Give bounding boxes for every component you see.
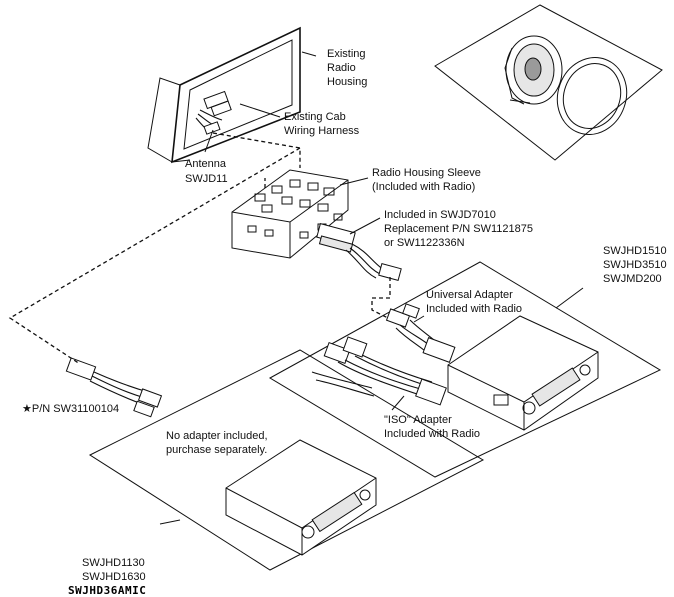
radio-housing-sleeve-label: Radio Housing Sleeve (Included with Radi… <box>372 167 484 193</box>
speaker-ring-icon <box>556 57 628 135</box>
universal-adapter-label: Universal Adapter Included with Radio <box>426 289 522 315</box>
iso-adapter <box>311 336 447 406</box>
connection-lines <box>8 132 391 365</box>
existing-radio-housing <box>147 26 301 164</box>
antenna-label: Antenna SWJD11 <box>185 158 229 185</box>
included-swjd7010-label: Included in SWJD7010 Replacement P/N SW1… <box>384 209 536 249</box>
image-code-label: SWJHD36AMIC <box>68 584 146 597</box>
models-bottom-label: SWJHD1130 SWJHD1630 <box>82 557 148 583</box>
swjd7010-harness <box>316 222 402 281</box>
existing-cab-wiring-label: Existing Cab Wiring Harness <box>284 111 360 137</box>
sw31100104-harness <box>65 357 163 418</box>
middle-panel <box>268 261 662 478</box>
speaker-panel <box>434 4 663 161</box>
bottom-panel <box>88 349 485 571</box>
no-adapter-label: No adapter included, purchase separately… <box>166 430 271 456</box>
iso-adapter-label: "ISO" Adapter Included with Radio <box>384 414 480 440</box>
leader-lines <box>159 51 584 525</box>
universal-adapter <box>385 303 456 363</box>
radio-unit-top <box>447 315 599 431</box>
speaker-icon <box>504 35 563 105</box>
models-top-label: SWJHD1510 SWJHD3510 SWJMD200 <box>603 245 670 285</box>
existing-radio-housing-label: Existing Radio Housing <box>327 48 369 88</box>
part-number-label: ★P/N SW31100104 <box>22 403 119 415</box>
radio-unit-bottom <box>225 439 377 556</box>
